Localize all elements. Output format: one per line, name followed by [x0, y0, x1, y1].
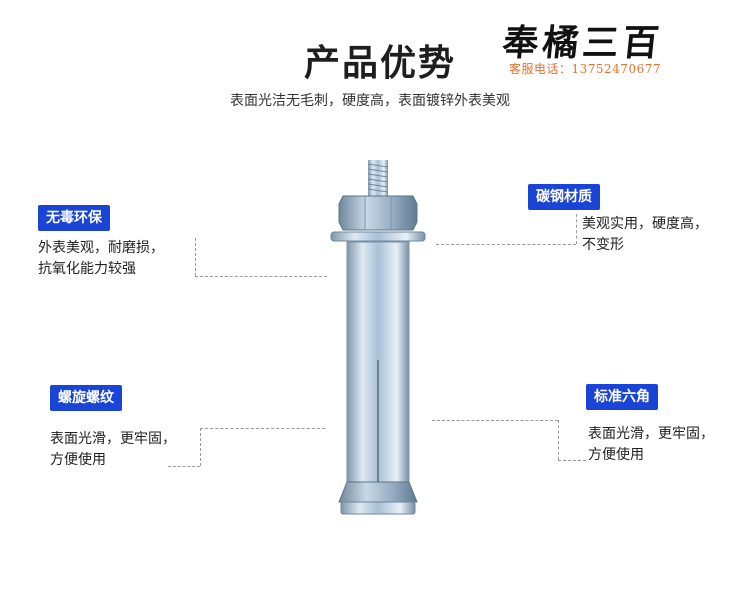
feature-desc-line: 不变形 — [582, 237, 624, 253]
connector-line — [200, 428, 325, 429]
connector-line — [558, 420, 559, 460]
connector-line — [195, 276, 327, 277]
feature-desc-hex-head: 表面光滑，更牢固， 方便使用 — [588, 424, 714, 466]
feature-desc-line: 表面光滑，更牢固， — [50, 431, 176, 447]
brand-logo: 奉橘三百 — [500, 22, 665, 64]
bolt-thread — [368, 160, 388, 196]
page-subtitle: 表面光洁无毛刺，硬度高，表面镀锌外表美观 — [230, 93, 510, 109]
connector-line — [432, 420, 558, 421]
feature-desc-line: 方便使用 — [50, 452, 106, 468]
feature-desc-line: 抗氧化能力较强 — [38, 261, 136, 277]
connector-line — [436, 244, 576, 245]
feature-badge-spiral-thread: 螺旋螺纹 — [50, 385, 122, 411]
connector-line — [200, 428, 201, 466]
washer — [330, 231, 426, 242]
page-title: 产品优势 — [303, 43, 456, 84]
expansion-bolt-image — [330, 160, 426, 515]
brand-phone: 客服电话：13752470677 — [509, 62, 661, 76]
feature-desc-carbon-steel: 美观实用，硬度高， 不变形 — [582, 214, 708, 256]
connector-line — [195, 238, 196, 276]
connector-line — [558, 460, 586, 461]
hex-nut — [338, 195, 418, 231]
connector-line — [168, 466, 200, 467]
connector-line — [576, 214, 577, 244]
feature-desc-line: 方便使用 — [588, 447, 644, 463]
feature-badge-carbon-steel: 碳钢材质 — [528, 184, 600, 210]
feature-desc-spiral-thread: 表面光滑，更牢固， 方便使用 — [50, 429, 176, 471]
feature-desc-line: 美观实用，硬度高， — [582, 216, 708, 232]
feature-desc-line: 表面光滑，更牢固， — [588, 426, 714, 442]
feature-badge-hex-head: 标准六角 — [586, 384, 658, 410]
bolt-cone — [338, 481, 418, 503]
feature-desc-line: 外表美观，耐磨损， — [38, 240, 164, 256]
feature-badge-nontoxic: 无毒环保 — [38, 205, 110, 231]
feature-desc-nontoxic: 外表美观，耐磨损， 抗氧化能力较强 — [38, 238, 164, 280]
